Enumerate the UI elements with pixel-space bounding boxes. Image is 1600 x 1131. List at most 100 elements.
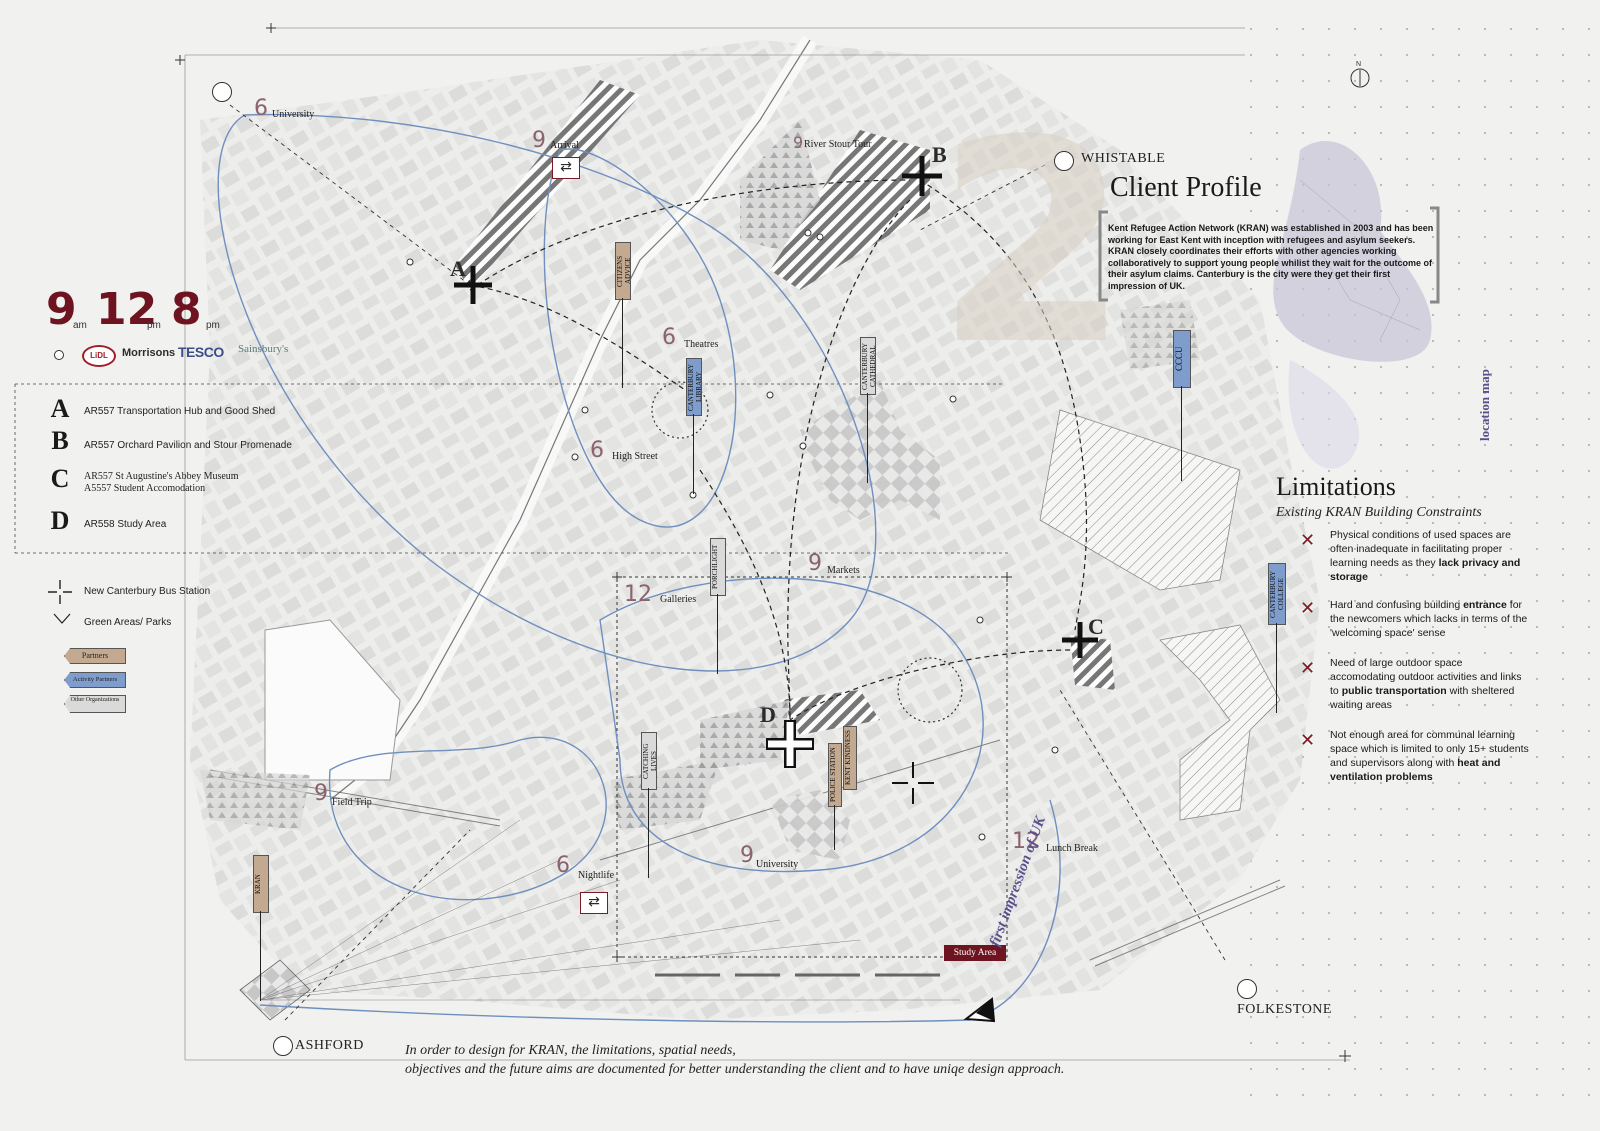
stop-label: University xyxy=(756,859,799,870)
tag-citizens-advice: CITIZENS ADVICE xyxy=(615,242,632,300)
tag-cathedral: CANTERBURY CATHEDRAL xyxy=(860,337,877,395)
limitation-emphasis: heat and ventilation problems xyxy=(1330,757,1501,783)
legend-letter-a: A xyxy=(50,394,70,423)
client-profile-body: Kent Refugee Action Network (KRAN) was e… xyxy=(1108,223,1434,291)
city-whitstable: WHISTABLE xyxy=(1081,151,1166,166)
bus-station-label: New Canterbury Bus Station xyxy=(84,586,211,597)
stop-number: 12 xyxy=(1012,829,1040,854)
tag-stem xyxy=(1181,386,1182,481)
limitations-title: Limitations xyxy=(1276,472,1396,501)
tag-stem xyxy=(622,298,623,388)
stop-label: Nightlife xyxy=(578,870,615,881)
stop-label: Galleries xyxy=(660,594,697,605)
limitation-text: Physical conditions of used spaces are o… xyxy=(1330,529,1511,569)
limitation-text: with sheltered waiting areas xyxy=(1330,685,1515,711)
limitation-text: Hard and confusing building xyxy=(1330,599,1464,611)
stop-number: 6 xyxy=(590,438,604,463)
city-ashford: ASHFORD xyxy=(295,1038,364,1053)
time-evening-suffix: pm xyxy=(206,320,220,331)
rail-station-icon: ⇄ xyxy=(552,157,580,179)
tag-stem xyxy=(1276,623,1277,713)
tag-stem xyxy=(717,594,718,674)
stop-label: Arrival xyxy=(550,140,579,151)
sainsburys-logo: Sainsbury's xyxy=(238,343,289,355)
legend-text-c: AR557 St Augustine's Abbey Museum xyxy=(84,471,239,482)
legend-text-b: AR557 Orchard Pavilion and Stour Promena… xyxy=(84,440,292,451)
other-organizations-tag: Other Organizations xyxy=(64,695,126,713)
tag-catching-lives: CATCHING LIVES xyxy=(641,732,658,790)
stop-number: 9 xyxy=(793,133,804,152)
tag-porchlight: PORCHLIGHT xyxy=(710,538,726,596)
time-evening: 8 xyxy=(171,284,202,335)
direction-triangle-icon xyxy=(963,997,996,1023)
stop-label: River Stour Tour xyxy=(804,139,872,150)
legend-text-a: AR557 Transportation Hub and Good Shed xyxy=(84,406,276,417)
lidl-logo: LiDL xyxy=(82,345,116,367)
stop-label: Lunch Break xyxy=(1046,843,1098,854)
site-c-letter: C xyxy=(1088,614,1104,639)
limitation-emphasis: public transportation xyxy=(1341,685,1447,697)
pin-icon xyxy=(54,350,64,360)
tag-police-station: POLICE STATION xyxy=(828,743,842,807)
study-area-badge: Study Area xyxy=(944,945,1006,961)
folkestone-marker-icon xyxy=(1237,979,1257,999)
symbol-legend: New Canterbury Bus Station Green Areas/ … xyxy=(46,578,286,718)
cross-icon: ✕ xyxy=(1300,658,1316,679)
caption-line-2: objectives and the future aims are docum… xyxy=(405,1062,1065,1077)
green-area-label: Green Areas/ Parks xyxy=(84,617,172,628)
legend-letter-d: D xyxy=(50,506,70,535)
limitation-text: for the newcomers which lacks in terms o… xyxy=(1330,599,1528,639)
site-b-letter: B xyxy=(932,142,947,167)
limitation-item: Not enough area for communal learning sp… xyxy=(1330,728,1530,784)
time-noon: 12 xyxy=(96,284,158,335)
cross-icon: ✕ xyxy=(1300,530,1316,551)
caption: In order to design for KRAN, the limitat… xyxy=(405,1041,1205,1079)
activity-partners-tag: Activity Partners xyxy=(64,672,126,688)
time-schedule: 9 am 12 pm 8 pm xyxy=(46,288,256,332)
stop-label: Theatres xyxy=(684,339,719,350)
ashford-marker-icon xyxy=(273,1036,293,1056)
tag-cccu: CCCU xyxy=(1173,330,1191,388)
limitations-subtitle: Existing KRAN Building Constraints xyxy=(1276,505,1482,520)
stop-number: 6 xyxy=(662,325,676,350)
tag-stem xyxy=(648,788,649,878)
limitation-item: Physical conditions of used spaces are o… xyxy=(1330,528,1530,584)
partners-tag: Partners xyxy=(64,648,126,664)
time-noon-suffix: pm xyxy=(147,320,161,331)
university-marker-icon xyxy=(212,82,232,102)
tag-stem xyxy=(693,414,694,494)
stop-label: University xyxy=(272,109,315,120)
limitation-item: Hard and confusing building entrance for… xyxy=(1330,598,1535,640)
stop-number: 9 xyxy=(740,843,754,868)
site-a-cross-icon xyxy=(454,266,492,304)
morrisons-logo: Morrisons xyxy=(122,347,176,359)
limitation-text: Need of large outdoor space accomodating… xyxy=(1330,657,1522,697)
whitstable-marker-icon xyxy=(1054,151,1074,171)
legend-letter-b: B xyxy=(51,426,69,455)
site-b-cross-icon xyxy=(902,156,942,196)
city-folkestone: FOLKESTONE xyxy=(1237,1002,1332,1017)
cross-icon: ✕ xyxy=(1300,730,1316,751)
bus-station-cross-icon xyxy=(48,580,72,604)
tag-kran: KRAN xyxy=(253,855,269,913)
location-map-label: location map xyxy=(1477,369,1492,441)
stop-number: 6 xyxy=(254,96,268,121)
tag-kent-kindness: KENT KINDNESS xyxy=(843,726,857,790)
tag-library: CANTERBURY LIBRARY xyxy=(686,358,703,416)
site-a-letter: A xyxy=(450,256,466,281)
limitation-text: Not enough area for communal learning sp… xyxy=(1330,729,1529,769)
store-logos: LiDL Morrisons TESCO Sainsbury's xyxy=(50,342,300,368)
rail-station-icon: ⇄ xyxy=(580,892,608,914)
site-d-cross-icon xyxy=(766,720,814,768)
caption-line-1: In order to design for KRAN, the limitat… xyxy=(405,1043,736,1058)
stop-number: 6 xyxy=(556,853,570,878)
stop-number: 9 xyxy=(808,551,822,576)
tag-stem xyxy=(867,393,868,483)
tesco-logo: TESCO xyxy=(178,344,224,360)
tag-stem xyxy=(834,805,835,850)
legend-letter-c: C xyxy=(50,464,70,493)
stop-label: High Street xyxy=(612,451,658,462)
time-morning: 9 xyxy=(46,284,77,335)
time-morning-suffix: am xyxy=(73,320,87,331)
tag-stem xyxy=(260,911,261,1001)
